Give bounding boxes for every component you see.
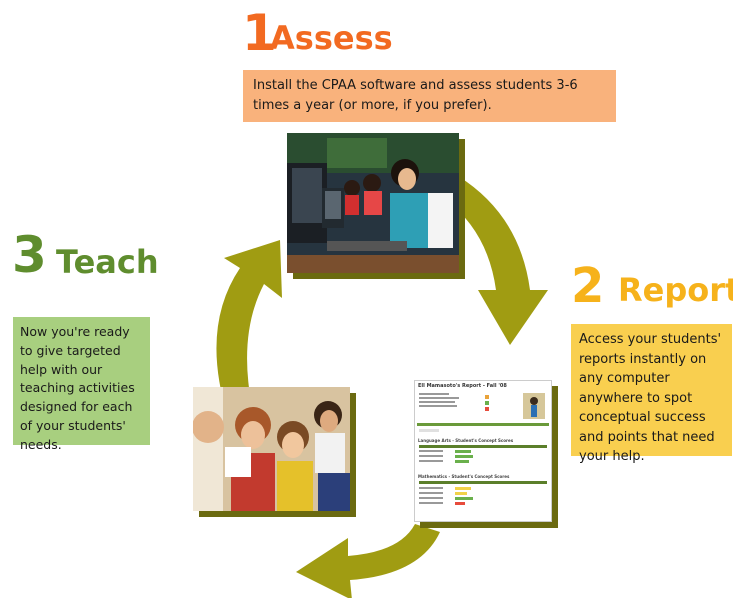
step-1-number: 1 — [242, 4, 277, 62]
step-3-title: Teach — [56, 243, 159, 281]
arrow-assess-to-report — [446, 176, 548, 345]
step-3-number: 3 — [12, 226, 47, 284]
teach-description-box: Now you're ready to give targeted help w… — [13, 317, 150, 452]
report-screenshot-section-math: Mathematics - Student's Concept Scores — [418, 474, 510, 479]
step-1-title: Assess — [270, 19, 393, 57]
report-screenshot-section-language: Language Arts - Student's Concept Scores — [418, 438, 514, 443]
report-screenshot: Ell Mamasoto's Report - Fall '08 Languag… — [414, 380, 552, 522]
arrow-report-to-teach — [296, 524, 440, 598]
assess-description-box: Install the CPAA software and assess stu… — [243, 70, 616, 122]
report-screenshot-title: Ell Mamasoto's Report - Fall '08 — [418, 383, 507, 389]
step-2-number: 2 — [571, 258, 605, 314]
arrow-teach-to-assess — [216, 240, 282, 395]
report-description-box: Access your students' reports instantly … — [571, 324, 732, 464]
step-2-title: Report — [618, 271, 733, 309]
assess-photo-classroom-computers — [287, 133, 459, 273]
teach-photo-children-reading — [193, 387, 350, 511]
